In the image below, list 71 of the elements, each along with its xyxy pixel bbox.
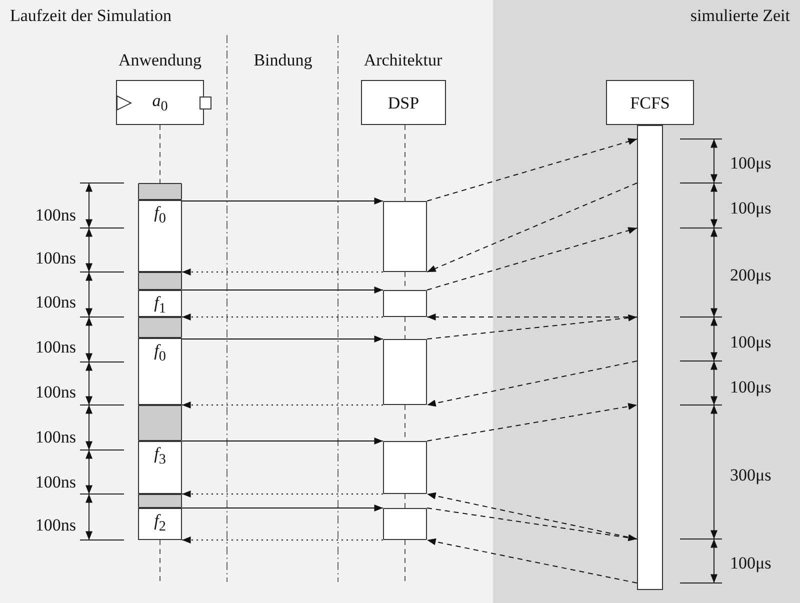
duration-label: 100ns — [35, 338, 76, 356]
column-heading: Bindung — [254, 52, 312, 68]
duration-label: 100μs — [730, 200, 772, 216]
simulation-runtime-panel — [0, 0, 493, 603]
duration-label: 100ns — [35, 384, 76, 400]
arrow — [426, 538, 638, 584]
component-box — [606, 80, 694, 125]
duration-label: 100μs — [730, 554, 772, 572]
duration-label: 100ns — [35, 250, 76, 266]
arrow — [426, 403, 638, 442]
panel-title: simulierte Zeit — [690, 7, 790, 24]
duration-label: 100μs — [730, 334, 772, 350]
execution-segment — [138, 508, 182, 540]
duration-label: 100ns — [35, 516, 76, 534]
duration-label: 100μs — [730, 378, 772, 396]
function-label: f$_{3}$ — [154, 445, 166, 467]
component-box — [361, 80, 446, 125]
arrow — [426, 138, 638, 202]
function-label: f$_{0}$ — [154, 204, 166, 226]
overhead-segment — [138, 405, 182, 441]
execution-segment — [138, 441, 182, 494]
lifeline — [404, 316, 406, 340]
overhead-segment — [138, 272, 182, 290]
arrow — [182, 438, 384, 444]
activation-box — [383, 290, 427, 317]
overhead-segment — [138, 317, 182, 338]
activation-box — [383, 508, 427, 540]
arrow — [182, 314, 384, 320]
arrow — [182, 268, 384, 276]
component-label: DSP — [388, 94, 420, 111]
duration-label: 300μs — [730, 466, 772, 484]
duration-label: 100ns — [35, 428, 76, 446]
arrow — [426, 508, 638, 542]
execution-segment — [138, 200, 182, 272]
component-label: a$_{0}$ — [152, 92, 168, 114]
arrow — [182, 490, 384, 498]
function-label: f$_{2}$ — [154, 512, 166, 534]
simulated-time-panel — [493, 0, 800, 603]
function-label: f$_{1}$ — [154, 294, 166, 316]
arrow — [426, 492, 638, 540]
arrow — [182, 402, 384, 408]
activation-box — [383, 441, 427, 494]
arrow — [426, 227, 638, 290]
arrow — [182, 336, 384, 342]
duration-label: 200μs — [730, 266, 772, 284]
lifeline — [404, 540, 406, 582]
panel-title: Laufzeit der Simulation — [10, 7, 172, 24]
column-heading: Architektur — [364, 52, 442, 68]
overhead-segment — [138, 494, 182, 508]
column-heading: Anwendung — [118, 52, 202, 68]
lifeline — [404, 124, 406, 202]
activation-box — [383, 339, 427, 405]
execution-segment — [138, 338, 182, 405]
component-label: FCFS — [630, 94, 670, 111]
arrow — [182, 286, 384, 294]
duration-label: 100ns — [35, 474, 76, 490]
arrow — [182, 504, 384, 512]
timeline-bar — [637, 125, 663, 590]
overhead-segment — [138, 183, 182, 200]
lifeline — [404, 494, 406, 508]
function-label: f$_{0}$ — [154, 342, 166, 364]
activation-box — [383, 201, 427, 272]
arrow — [182, 536, 384, 544]
arrow — [182, 198, 384, 204]
duration-label: 100ns — [35, 206, 76, 224]
duration-label: 100μs — [730, 154, 772, 172]
arrow — [426, 182, 638, 272]
arrow — [426, 360, 638, 407]
execution-segment — [138, 290, 182, 317]
arrow — [426, 314, 638, 340]
duration-label: 100ns — [35, 294, 76, 310]
